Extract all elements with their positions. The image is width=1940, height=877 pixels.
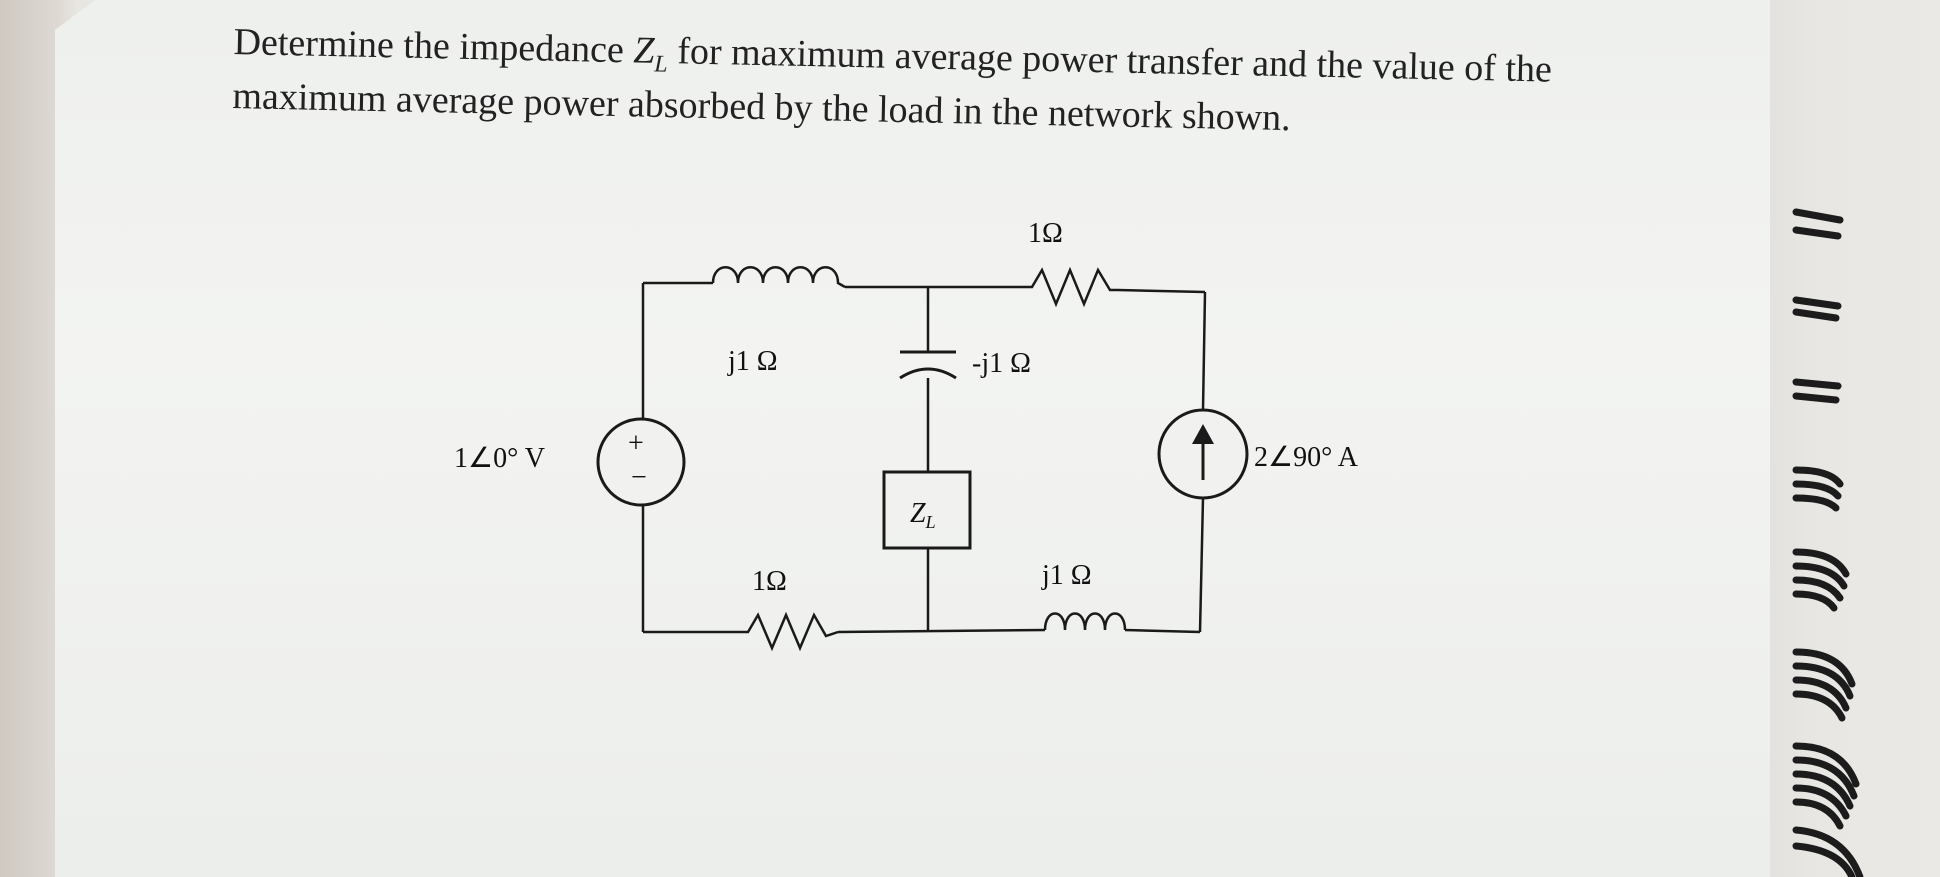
resistor-bottom-label: 1Ω <box>752 566 787 597</box>
voltage-source-label: 1∠0° V <box>454 443 545 474</box>
background-surface <box>1770 0 1940 877</box>
arrow-up-icon <box>1192 424 1214 444</box>
notebook-binding <box>1792 208 1864 877</box>
current-source-label: 2∠90° A <box>1254 442 1359 473</box>
load-label: ZL <box>910 498 936 532</box>
load-impedance-box <box>882 470 972 550</box>
capacitor-label: -j1 Ω <box>972 348 1031 379</box>
inductor-top <box>711 266 846 289</box>
inductor-bottom-label: j1 Ω <box>1041 560 1092 591</box>
voltage-plus-sign: + <box>628 428 644 459</box>
wire-bottom-c <box>1124 628 1201 634</box>
inductor-bottom <box>1043 612 1127 631</box>
wire-right-bottom <box>1198 497 1205 633</box>
binding-coils <box>1792 208 1864 877</box>
resistor-bottom <box>738 611 839 652</box>
wire-top-c <box>1117 288 1206 294</box>
resistor-top <box>1020 266 1118 308</box>
capacitor-plate-bottom <box>899 367 957 380</box>
wire-bottom-b <box>837 628 1046 634</box>
voltage-minus-sign: − <box>631 462 647 493</box>
voltage-source <box>596 417 686 507</box>
resistor-top-label: 1Ω <box>1028 218 1063 249</box>
inductor-top-label: j1 Ω <box>727 346 778 377</box>
circuit-wires <box>641 281 1207 634</box>
wire-right-top <box>1201 291 1207 411</box>
